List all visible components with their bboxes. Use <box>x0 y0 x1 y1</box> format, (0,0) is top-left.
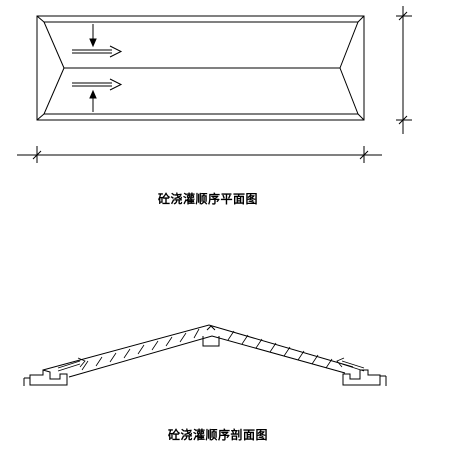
left-eave <box>29 369 68 386</box>
width-dimension <box>17 146 382 163</box>
length-dimension <box>396 6 412 134</box>
section-title: 砼浇灌顺序剖面图 <box>168 428 269 442</box>
roof-slab-top <box>42 324 354 371</box>
plan-view <box>36 15 365 121</box>
plan-title: 砼浇灌顺序平面图 <box>158 192 259 206</box>
section-view <box>23 324 387 386</box>
slab-hatch-left <box>81 328 200 371</box>
ridge-beam <box>202 336 220 347</box>
plan-outer-rect <box>36 15 365 121</box>
pour-direction-arrow-icon <box>57 357 86 372</box>
pour-direction-arrow-icon <box>336 357 365 372</box>
plan-corner-line-br <box>357 113 365 121</box>
right-eave <box>342 369 381 386</box>
pour-arrow-right-icon <box>72 78 123 91</box>
plan-corner-line-bl <box>36 113 45 121</box>
pour-arrow-right-icon <box>72 45 123 58</box>
plan-corner-line-tr <box>357 15 365 23</box>
slab-hatch-right <box>227 330 333 369</box>
roof-slab-bottom <box>68 335 346 378</box>
plan-corner-line-tl <box>36 15 45 23</box>
pour-arrow-down-icon <box>89 24 97 48</box>
pour-arrow-up-icon <box>89 89 97 112</box>
